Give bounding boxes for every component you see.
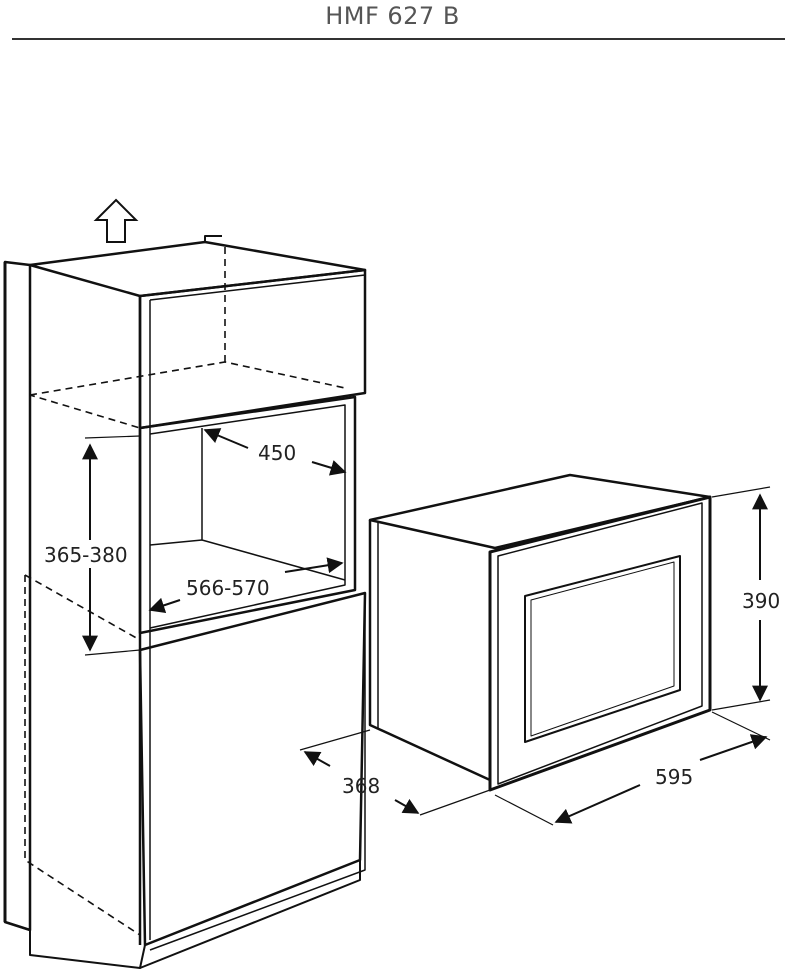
microwave-unit: [368, 473, 712, 792]
dim-niche-height: 365-380: [44, 543, 128, 567]
page-title: HMF 627 B: [325, 2, 460, 30]
dim-unit-height: 390: [742, 589, 780, 613]
up-arrow-icon: [93, 198, 139, 243]
dim-niche-width: 566-570: [186, 576, 270, 600]
cabinet: [3, 235, 367, 969]
dimensions: 450 365-380 566-570 390 368 595: [44, 428, 780, 826]
header-rule: [12, 38, 785, 40]
cabinet-hidden-lines: [24, 245, 346, 936]
dim-unit-depth: 368: [342, 774, 380, 798]
dim-niche-depth: 450: [258, 441, 296, 465]
dim-unit-width: 595: [655, 765, 693, 789]
